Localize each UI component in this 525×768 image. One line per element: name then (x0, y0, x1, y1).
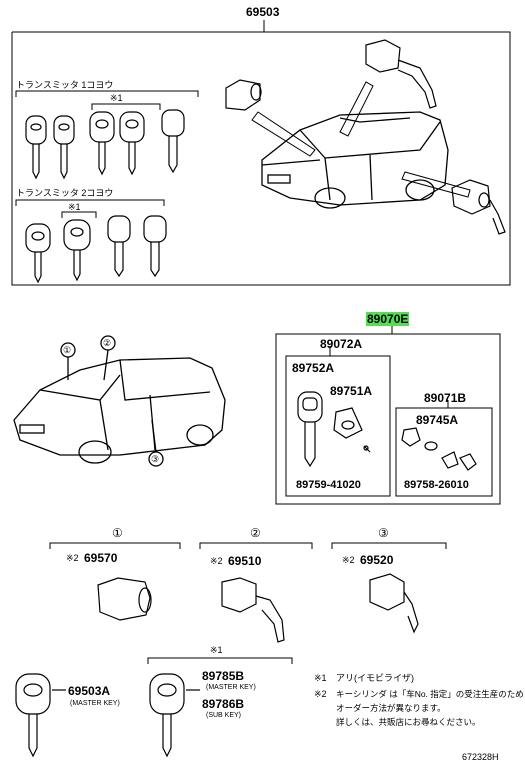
top-pointers (251, 81, 471, 198)
cylinders-art (97, 573, 419, 643)
note-1-text: アリ(イモビライザ) (336, 673, 414, 683)
kit-ecu-part: 89745A (416, 413, 459, 427)
kit-ecu-assy-part: 89071B (424, 391, 467, 405)
kit-transponder-part: 89751A (330, 384, 373, 398)
top-frame (11, 20, 511, 286)
diagram-id: 672328H (462, 752, 499, 762)
top-door-cylinder-1 (225, 79, 262, 111)
cylinder-2-part: 69510 (228, 554, 262, 568)
note-2-line-1: キーシリンダ は「车No. 指定」の受注生産のため (336, 689, 524, 699)
cylinder-1-note: ※2 (66, 553, 79, 563)
master-key-caption: (MASTER KEY) (70, 700, 120, 707)
cylinder-1-part: 69570 (84, 551, 118, 565)
key2-caption: (MASTER KEY) (206, 684, 256, 691)
kit-ecu-screw-part: 89758-26010 (404, 479, 469, 491)
cylinder-3-circle: ③ (378, 526, 389, 540)
transmitter2-bracket (15, 199, 165, 218)
cylinder-1-circle: ① (112, 526, 123, 540)
cylinder-brackets (49, 542, 447, 549)
master-key-part: 69503A (68, 684, 111, 698)
top-part-number: 69503 (246, 5, 280, 19)
key3-caption: (SUB KEY) (206, 712, 242, 719)
transmitter1-keys (25, 109, 185, 180)
top-door-cylinder-2 (365, 39, 437, 109)
transmitter-2-label: トランスミッタ 2コヨウ (16, 188, 114, 198)
note-2-mark: ※2 (314, 689, 327, 699)
car-callout-3: ③ (151, 454, 160, 464)
cylinder-3-note: ※2 (342, 555, 355, 565)
bottom-keys (15, 673, 200, 758)
car-callout-1: ① (63, 345, 72, 355)
kit-parts (297, 391, 477, 471)
transmitter-1-label: トランスミッタ 1コヨウ (16, 80, 114, 90)
transmitter2-keys (25, 215, 167, 284)
bottom-key-bracket (147, 657, 293, 664)
cylinder-3-part: 69520 (360, 553, 394, 567)
key3-part: 89786B (202, 697, 245, 711)
top-door-cylinder-3 (451, 179, 506, 235)
cylinder-2-circle: ② (250, 526, 261, 540)
top-car (261, 111, 449, 209)
note-2-line-3: 詳しくは、共販店にお尋ねください。 (336, 717, 481, 727)
kit-subassy-part: 89072A (320, 337, 363, 351)
kit-screw-part: 89759-41020 (296, 479, 361, 491)
transmitter-1-note: ※1 (110, 93, 123, 103)
car-callout-2: ② (103, 338, 112, 348)
note-1-mark: ※1 (314, 673, 327, 683)
bottom-key-group-note: ※1 (210, 645, 223, 655)
note-2-line-2: オーダー方法が異なります。 (336, 703, 446, 713)
kit-blank-key-part: 89752A (292, 361, 335, 375)
cylinder-2-note: ※2 (210, 556, 223, 566)
callout-car (13, 335, 226, 467)
kit-frame (275, 325, 501, 505)
key2-part: 89785B (202, 669, 245, 683)
transmitter-2-note: ※1 (68, 202, 81, 212)
transmitter1-bracket (15, 90, 199, 110)
kit-highlight-part: 89070E (366, 312, 410, 326)
